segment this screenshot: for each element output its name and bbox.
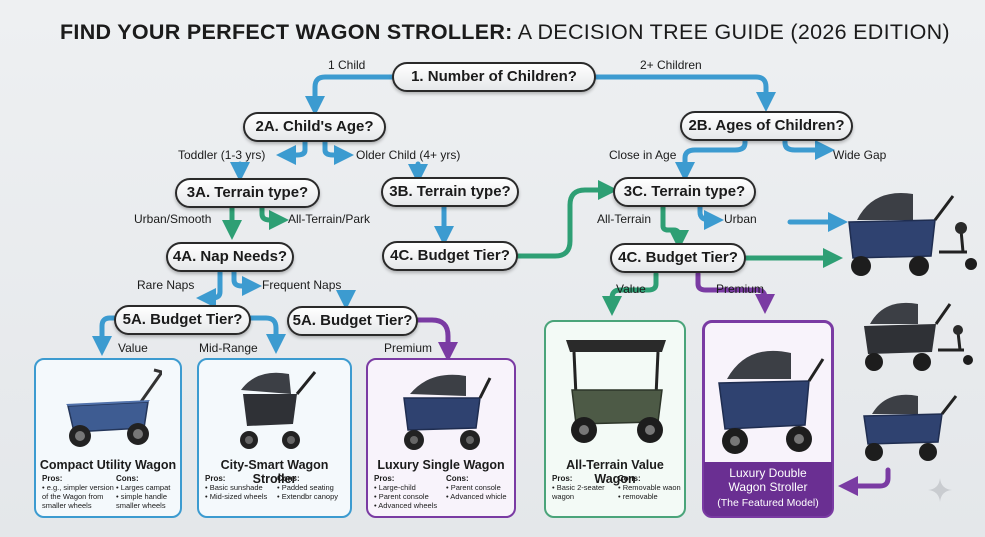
pros-list: Pros: • Large-child• Parent console• Adv…: [374, 474, 438, 510]
city-stroller-illustration: [240, 371, 317, 449]
label-rare-naps: Rare Naps: [137, 278, 195, 292]
featured-subtitle: (The Featured Model): [717, 497, 819, 509]
arrow-premium-left: [413, 317, 458, 362]
label-one-child: 1 Child: [328, 58, 366, 72]
arrow-rare-naps: [196, 269, 223, 308]
label-all-terrain: All-Terrain: [597, 212, 652, 226]
arrow-value-right: [602, 271, 659, 316]
node-terrain-3c: 3C. Terrain type?: [613, 177, 756, 207]
node-childs-age: 2A. Child's Age?: [243, 112, 386, 142]
product-name: City-Smart Wagon Stroller: [220, 458, 329, 486]
arrow-older: [322, 138, 354, 165]
arrow-frequent-naps: [231, 269, 262, 296]
arrow-mid-range: [247, 315, 286, 354]
label-all-terrain-park: All-Terrain/Park: [288, 212, 371, 226]
pros-list: Pros: • Basic sunshade• Mid-sized wheels: [205, 474, 268, 501]
arrow-3c-urban: [697, 203, 724, 230]
arrow-two-plus: [593, 74, 776, 112]
label-two-plus: 2+ Children: [640, 58, 702, 72]
product-name: All-Terrain Value Wagon: [566, 458, 664, 486]
label-mid-range: Mid-Range: [199, 341, 258, 355]
node-budget-4c-left: 4C. Budget Tier?: [382, 241, 518, 271]
product-card-luxury-single-wagon: Luxury Single Wagon Pros: • Large-child•…: [366, 358, 516, 518]
arrow-4c-to-3c: [515, 180, 618, 259]
label-premium-right: Premium: [716, 282, 765, 296]
label-urban: Urban: [724, 212, 757, 226]
node-nap-needs: 4A. Nap Needs?: [166, 242, 294, 272]
node-budget-5a-left: 5A. Budget Tier?: [114, 305, 251, 335]
product-card-all-terrain-value-wagon: All-Terrain Value Wagon Pros: • Basic 2-…: [544, 320, 686, 518]
compact-wagon-illustration: [66, 368, 162, 447]
label-frequent-naps: Frequent Naps: [262, 278, 342, 292]
pros-list: Pros: • Basic 2-seater wagon: [552, 474, 605, 501]
arrow-to-featured: [838, 467, 891, 496]
product-card-city-smart-wagon-stroller: City-Smart Wagon Stroller Pros: • Basic …: [197, 358, 352, 518]
node-ages-of-children: 2B. Ages of Children?: [680, 111, 853, 141]
node-terrain-3b: 3B. Terrain type?: [381, 177, 519, 207]
product-name: Luxury Single Wagon: [377, 458, 505, 472]
double-wagon-image-large: [848, 193, 977, 276]
page-title: FIND YOUR PERFECT WAGON STROLLER: A DECI…: [60, 20, 950, 44]
double-wagon-image-small: [863, 394, 958, 461]
double-wagon-image-medium: [864, 302, 973, 371]
arrow-value-left: [92, 315, 120, 356]
all-terrain-wagon-illustration: [566, 340, 666, 443]
cons-list: Cons: • Parent console• Advanced whicle: [446, 474, 507, 501]
luxury-single-illustration: [403, 374, 492, 450]
label-premium-left: Premium: [384, 341, 433, 355]
label-wide-gap: Wide Gap: [833, 148, 887, 162]
product-name: Compact Utility Wagon: [39, 458, 177, 472]
label-value-left: Value: [118, 341, 148, 355]
node-budget-5a-right: 5A. Budget Tier?: [287, 306, 418, 336]
cons-list: Cons: • Removable waon• removable: [618, 474, 681, 501]
label-older-child: Older Child (4+ yrs): [356, 148, 461, 162]
arrow-toddler: [276, 138, 308, 165]
label-value-right: Value: [616, 282, 646, 296]
arrow-premium-right: [695, 271, 775, 314]
cons-list: Cons: • Padded seating• Extendbr canopy: [277, 474, 338, 501]
label-toddler: Toddler (1-3 yrs): [178, 148, 266, 162]
label-urban-smooth: Urban/Smooth: [134, 212, 212, 226]
arrow-3c-all-terrain: [660, 203, 689, 250]
sparkle-icon: [928, 478, 952, 502]
arrow-all-terrain-park: [259, 205, 289, 230]
node-terrain-3a: 3A. Terrain type?: [175, 178, 320, 208]
label-close-age: Close in Age: [609, 148, 677, 162]
arrow-wide-gap: [782, 136, 835, 160]
node-number-of-children: 1. Number of Children?: [392, 62, 596, 92]
cons-list: Cons: • Larges campat• simple handle sma…: [116, 474, 171, 510]
luxury-double-illustration: [718, 350, 825, 454]
node-budget-4c-right: 4C. Budget Tier?: [610, 243, 746, 273]
product-card-compact-utility-wagon: Compact Utility Wagon Pros: • e.g., simp…: [34, 358, 182, 518]
arrow-close-age: [675, 136, 748, 182]
arrow-one-child: [305, 74, 395, 116]
